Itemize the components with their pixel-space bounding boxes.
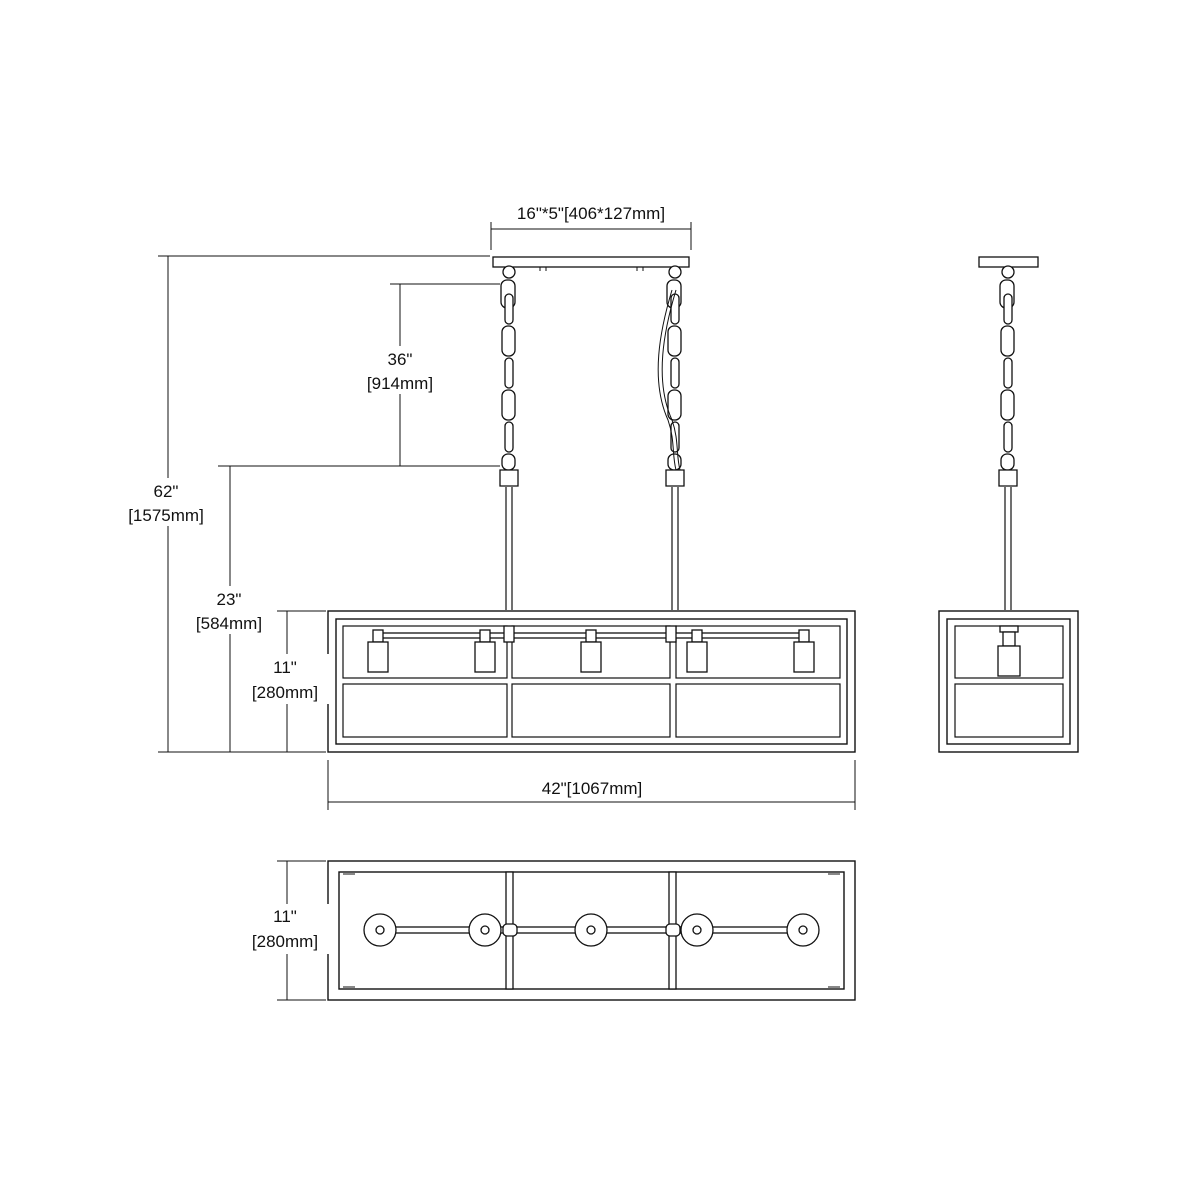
fixture-depth-imperial: 11"	[273, 907, 297, 926]
fixture-width-dimension: 42"[1067mm]	[327, 760, 856, 810]
fixture-height-imperial: 11"	[273, 658, 297, 677]
stem-height-imperial: 23"	[217, 590, 242, 609]
chain-length-dimension: 36" [914mm]	[218, 283, 500, 467]
lamp-1	[367, 629, 389, 673]
lamp-2	[474, 629, 496, 673]
overall-height-dimension: 62" [1575mm]	[112, 255, 490, 753]
canopy-dimension: 16"*5"[406*127mm]	[490, 204, 692, 250]
top-view: 11" [280mm]	[240, 860, 856, 1001]
overall-height-metric: [1575mm]	[128, 506, 204, 525]
fixture-depth-dimension: 11" [280mm]	[240, 860, 330, 1001]
canopy-dimension-label: 16"*5"[406*127mm]	[517, 204, 665, 223]
fixture-height-dimension: 11" [280mm]	[240, 610, 330, 752]
chain-length-metric: [914mm]	[367, 374, 433, 393]
front-fixture	[327, 610, 856, 753]
top-lamp-2	[468, 913, 502, 947]
right-chain	[657, 265, 685, 610]
lamp-5	[793, 629, 815, 673]
fixture-depth-metric: [280mm]	[252, 932, 318, 951]
fixture-width-label: 42"[1067mm]	[542, 779, 643, 798]
top-lamp-3	[574, 913, 608, 947]
left-chain	[499, 265, 519, 610]
stem-height-dimension: 23" [584mm]	[182, 466, 278, 752]
front-view: 16"*5"[406*127mm] 62" [1575mm] 36" [914m…	[112, 204, 856, 810]
lamp-3	[580, 629, 602, 673]
top-lamp-1	[363, 913, 397, 947]
overall-height-imperial: 62"	[154, 482, 179, 501]
chain-length-imperial: 36"	[388, 350, 413, 369]
top-lamp-4	[680, 913, 714, 947]
front-canopy	[492, 256, 690, 268]
stem-height-metric: [584mm]	[196, 614, 262, 633]
fixture-height-metric: [280mm]	[252, 683, 318, 702]
top-lamp-5	[786, 913, 820, 947]
side-view	[938, 256, 1079, 753]
lamp-4	[686, 629, 708, 673]
